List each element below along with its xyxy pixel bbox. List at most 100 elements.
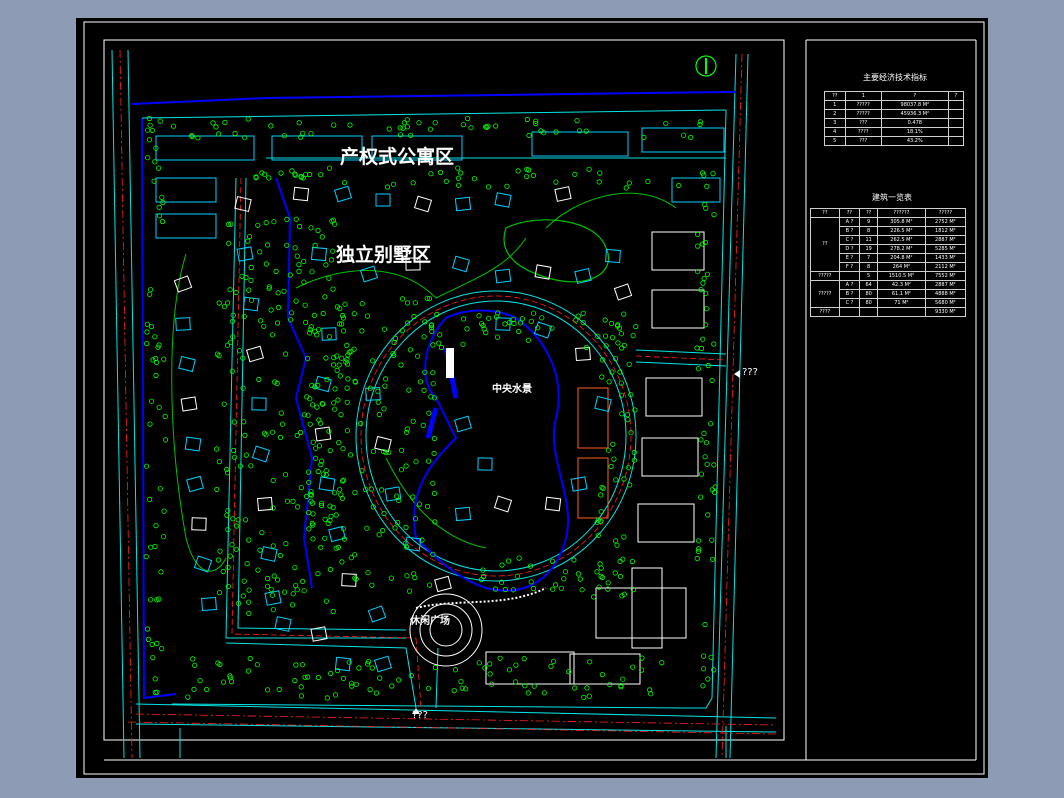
tree	[310, 536, 316, 542]
tree	[406, 387, 412, 393]
tree	[331, 400, 337, 406]
tree	[216, 458, 222, 465]
tree	[264, 583, 271, 589]
tree	[478, 576, 485, 583]
tree	[229, 318, 236, 324]
tree	[266, 286, 272, 292]
internal-roads	[225, 157, 727, 709]
tree	[320, 310, 326, 317]
tree	[596, 179, 602, 185]
villa-block	[495, 317, 511, 331]
tree	[160, 199, 166, 206]
tree	[214, 486, 220, 493]
tree	[524, 174, 530, 180]
tree	[378, 487, 385, 493]
tree	[597, 561, 603, 567]
tree	[694, 555, 700, 562]
tree	[241, 419, 247, 425]
tree	[231, 447, 237, 454]
south-boundary	[171, 703, 687, 709]
tree	[598, 565, 604, 571]
tree	[539, 315, 545, 321]
tree	[430, 342, 436, 348]
site-plan	[83, 21, 985, 775]
tree	[484, 124, 490, 131]
table-cell: 5	[824, 136, 846, 146]
tree	[530, 172, 536, 178]
table-cell	[877, 307, 926, 317]
tree	[266, 284, 272, 290]
tree	[549, 558, 556, 564]
tree	[437, 332, 443, 338]
table-cell: ?????	[810, 280, 840, 308]
tree	[297, 429, 304, 436]
tree	[524, 116, 530, 123]
tree	[340, 315, 346, 321]
tree	[146, 137, 153, 143]
tree	[283, 540, 289, 547]
table-cell: 5	[859, 271, 879, 281]
tree	[328, 513, 334, 519]
villa-block	[359, 265, 379, 283]
tree	[246, 287, 252, 293]
villa-block	[328, 525, 346, 543]
tree	[294, 587, 300, 593]
tree	[334, 367, 340, 373]
tree	[255, 567, 261, 573]
tree	[352, 378, 358, 384]
tree	[613, 477, 619, 483]
tree	[292, 564, 298, 571]
tree	[307, 330, 313, 336]
tree	[269, 332, 275, 338]
tree	[595, 532, 601, 538]
tree	[315, 227, 321, 234]
tree	[428, 171, 434, 177]
tree	[541, 690, 547, 696]
tree	[197, 677, 203, 684]
table-cell: 80	[859, 289, 879, 299]
tree	[308, 131, 314, 137]
tree	[705, 676, 711, 682]
villa-block	[574, 267, 592, 285]
tree	[702, 621, 708, 628]
tree	[155, 344, 161, 350]
tree	[327, 447, 333, 454]
tree	[486, 315, 492, 321]
tree	[612, 355, 619, 362]
tree	[367, 686, 373, 693]
tree	[424, 295, 430, 301]
tree	[287, 272, 293, 278]
tree	[319, 400, 325, 407]
villa-block	[613, 283, 633, 301]
tree	[608, 463, 614, 470]
tree	[598, 509, 604, 515]
tree	[160, 218, 166, 225]
tree	[308, 324, 314, 330]
tree	[270, 429, 276, 435]
tree	[327, 566, 334, 573]
tree	[626, 361, 632, 367]
leisure-plaza	[409, 593, 483, 667]
tree	[233, 289, 239, 296]
tree	[478, 321, 485, 327]
tree	[344, 399, 350, 405]
tree	[599, 574, 605, 581]
table-cell	[947, 109, 965, 119]
table-cell: 43.2%	[880, 136, 949, 146]
tree	[580, 319, 586, 326]
tree	[697, 121, 703, 128]
tree	[246, 599, 252, 605]
tree	[460, 316, 467, 322]
villa-block	[413, 195, 433, 213]
villa-block	[314, 375, 332, 393]
tree	[292, 245, 298, 251]
tree	[338, 492, 344, 498]
table-cell: 71 M²	[877, 298, 926, 308]
tree	[426, 296, 432, 302]
tree	[586, 693, 592, 699]
tree	[630, 332, 636, 339]
villa-block	[256, 496, 274, 512]
tree	[407, 347, 413, 353]
tree	[380, 527, 386, 534]
villa-block	[451, 255, 471, 273]
